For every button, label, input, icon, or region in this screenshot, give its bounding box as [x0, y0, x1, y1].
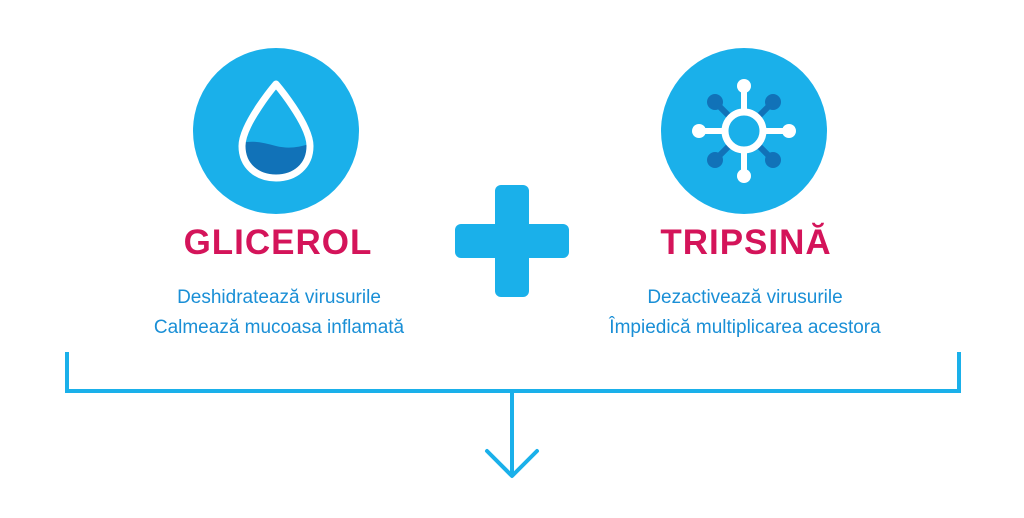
glycerol-icon-circle [193, 48, 359, 214]
plus-icon-vertical [495, 185, 529, 297]
glicerol-title: GLICEROL [183, 223, 373, 262]
virus-molecule-icon [692, 79, 796, 183]
glicerol-description: Deshidratează virusurile Calmează mucoas… [96, 283, 462, 343]
glicerol-benefit-1: Deshidratează virusurile [177, 287, 381, 308]
tripsin-icon-circle [661, 48, 827, 214]
tripsina-description: Dezactivează virusurile Împiedică multip… [560, 283, 930, 343]
tripsina-benefit-1: Dezactivează virusurile [647, 287, 843, 308]
tripsina-benefit-2: Împiedică multiplicarea acestora [609, 317, 881, 338]
glicerol-benefit-2: Calmează mucoasa inflamată [153, 317, 405, 338]
arrow-down-icon [485, 449, 539, 478]
tripsina-title: TRIPSINĂ [660, 223, 832, 262]
water-drop-icon [238, 80, 314, 182]
bracket-line [65, 352, 961, 393]
